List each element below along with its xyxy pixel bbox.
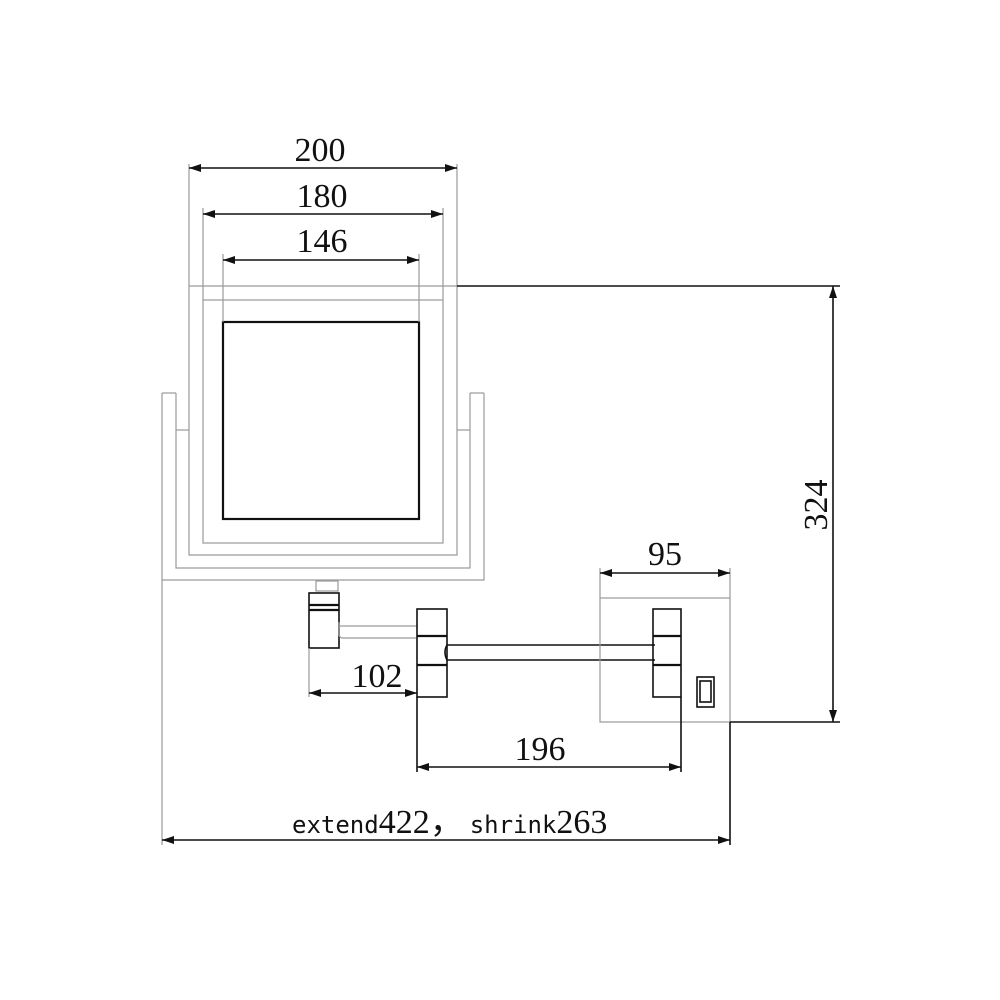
label-196: 196 <box>515 731 566 768</box>
label-extend-value: 422 <box>379 804 430 841</box>
label-extend-word: extend <box>292 811 379 839</box>
short-arm <box>338 608 448 698</box>
label-95: 95 <box>648 536 682 573</box>
label-shrink-word: shrink <box>470 811 557 839</box>
long-arm <box>444 644 655 661</box>
label-146: 146 <box>297 223 348 260</box>
extension-lines <box>161 164 840 845</box>
mirror-frame <box>161 285 485 581</box>
dimension-labels: 200 180 146 324 95 102 196 extend422，shr… <box>292 132 835 841</box>
label-324: 324 <box>798 480 835 531</box>
mirror-pivot <box>308 580 340 697</box>
label-102: 102 <box>352 658 403 695</box>
label-200: 200 <box>295 132 346 169</box>
switch-icon <box>696 676 715 708</box>
label-reach: extend422，shrink263 <box>292 804 607 841</box>
dimension-lines <box>162 164 837 844</box>
label-separator: ， <box>430 804 464 841</box>
label-180: 180 <box>297 178 348 215</box>
label-shrink-value: 263 <box>556 804 607 841</box>
wall-plate <box>599 597 731 723</box>
